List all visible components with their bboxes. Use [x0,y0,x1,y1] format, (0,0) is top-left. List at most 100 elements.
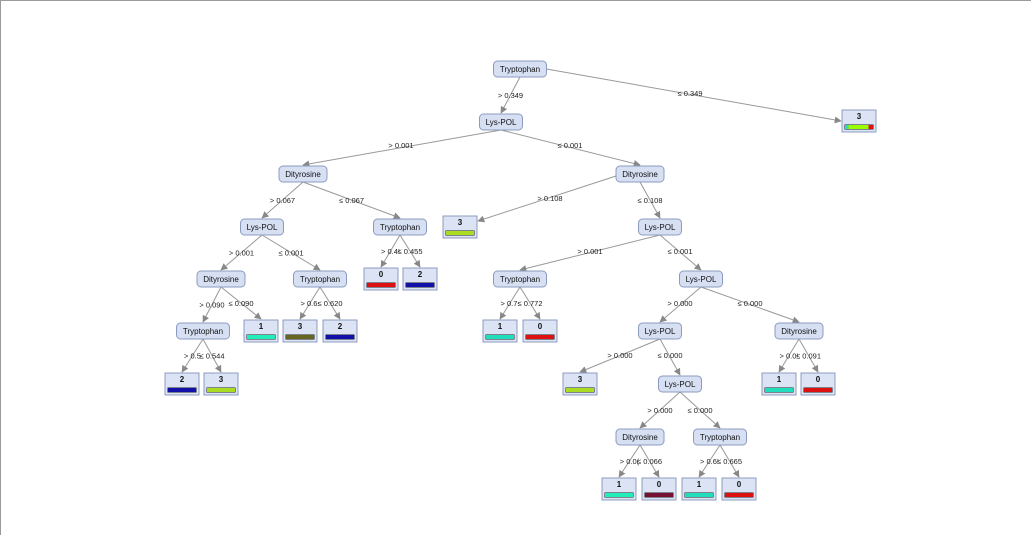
tree-node-n13[interactable]: Lys-POL [638,322,682,340]
node-box [479,113,523,131]
leaf-class-label: 1 [697,480,702,489]
tree-node-n14[interactable]: Dityrosine [774,322,824,340]
tree-leaf-l15[interactable]: 1 [601,477,637,501]
leaf-bar-segment [725,493,753,497]
edge-condition-label: ≤ 0.067 [339,196,364,205]
edge-condition-label: > 0.000 [607,351,632,360]
tree-leaf-l17[interactable]: 1 [681,477,717,501]
leaf-bar-segment [247,335,275,339]
leaf-class-label: 0 [816,375,821,384]
tree-node-n5[interactable]: Lys-POL [240,218,284,236]
tree-node-n16[interactable]: Dityrosine [615,428,665,446]
leaf-class-label: 1 [617,480,622,489]
tree-node-n8[interactable]: Dityrosine [196,270,246,288]
tree-leaf-l8[interactable]: 2 [164,372,200,396]
tree-leaf-l6[interactable]: 3 [282,319,318,343]
tree-node-n12[interactable]: Lys-POL [679,270,723,288]
tree-edge: > 0.001 [220,234,263,271]
tree-edge: > 0.000 [579,338,661,373]
tree-edge: ≤ 0.067 [302,181,401,220]
tree-leaf-l14[interactable]: 0 [800,372,836,396]
edge-condition-label: > 0.7: [501,299,520,308]
node-label: Dityrosine [285,170,321,179]
tree-edge: ≤ 0.665 [717,444,742,478]
edge-arrow [618,444,641,478]
node-box [615,428,665,446]
tree-edge: ≤ 0.455 [398,234,422,268]
tree-node-n15[interactable]: Lys-POL [658,375,702,393]
leaf-bar-segment [326,335,354,339]
edge-condition-label: > 0.067 [270,196,295,205]
leaf-class-label: 3 [578,375,583,384]
edge-condition-label: > 0.5 [184,352,201,361]
tree-leaf-l5[interactable]: 1 [243,319,279,343]
tree-leaf-l11[interactable]: 0 [522,319,558,343]
edge-arrow [202,286,222,323]
leaf-class-label: 1 [259,322,264,331]
tree-edge: ≤ 0.066 [637,444,662,478]
leaf-bar-segment [605,493,633,497]
edge-arrow [778,338,800,373]
tree-leaf-l9[interactable]: 3 [203,372,239,396]
tree-edge: ≤ 0.544 [200,338,224,373]
node-box [774,322,824,340]
edge-condition-label: ≤ 0.090 [229,299,254,308]
tree-node-n4[interactable]: Dityrosine [615,165,665,183]
node-label: Lys-POL [247,223,278,232]
leaf-class-label: 3 [298,322,303,331]
edge-condition-label: ≤ 0.001 [668,247,693,256]
edge-condition-label: > 0.000 [667,299,692,308]
node-label: Dityrosine [781,327,817,336]
tree-leaf-l3[interactable]: 0 [363,267,399,291]
tree-edge: > 0.000 [659,286,702,323]
edge-arrow [798,338,819,373]
tree-edge: ≤ 0.000 [658,338,682,376]
tree-leaf-l18[interactable]: 0 [721,477,757,501]
edge-condition-label: ≤ 0.001 [279,249,304,258]
tree-node-n11[interactable]: Tryptophan [176,322,230,340]
edge-condition-label: > 0.0! [780,352,799,361]
tree-node-n10[interactable]: Tryptophan [493,270,547,288]
edge-condition-label: ≤ 0.066 [637,457,662,466]
tree-node-n17[interactable]: Tryptophan [693,428,747,446]
leaf-class-label: 1 [498,322,503,331]
leaf-class-label: 2 [180,375,185,384]
tree-leaf-l12[interactable]: 3 [562,372,598,396]
tree-node-n9[interactable]: Tryptophan [293,270,347,288]
tree-edge: > 0.0! [778,338,800,373]
edge-arrow [399,234,421,268]
tree-leaf-l13[interactable]: 1 [761,372,797,396]
edge-condition-label: > 0.0( [620,457,640,466]
leaf-class-label: 0 [737,480,742,489]
tree-edge: > 0.5 [181,338,204,373]
tree-leaf-l10[interactable]: 1 [482,319,518,343]
node-label: Tryptophan [380,223,420,232]
tree-edge: > 0.7: [499,286,521,320]
tree-edge: > 0.4! [380,234,401,268]
tree-node-n3[interactable]: Dityrosine [278,165,328,183]
tree-edge: ≤ 0.108 [638,181,662,219]
tree-edge: > 0.067 [261,181,304,219]
edge-condition-label: > 0.000 [647,406,672,415]
tree-node-n6[interactable]: Tryptophan [373,218,427,236]
tree-edge: > 0.090 [199,286,225,323]
leaf-class-label: 3 [857,112,862,121]
tree-leaf-l2[interactable]: 3 [442,215,478,239]
tree-node-n2[interactable]: Lys-POL [479,113,523,131]
leaf-class-label: 0 [379,270,384,279]
tree-node-n1[interactable]: Tryptophan [493,60,547,78]
tree-leaf-l4[interactable]: 2 [402,267,438,291]
tree-leaf-l1[interactable]: 3 [841,109,877,133]
node-label: Lys-POL [686,275,717,284]
leaf-bar-segment [367,283,395,287]
node-label: Dityrosine [203,275,239,284]
edge-condition-label: ≤ 0.665 [717,457,742,466]
tree-leaf-l7[interactable]: 2 [322,319,358,343]
leaf-bar-segment [207,388,235,392]
tree-leaf-l16[interactable]: 0 [641,477,677,501]
leaf-bar-segment [286,335,314,339]
edge-arrow [299,286,321,320]
tree-node-n7[interactable]: Lys-POL [638,218,682,236]
edge-arrow [261,181,304,219]
edge-arrow [220,286,262,320]
